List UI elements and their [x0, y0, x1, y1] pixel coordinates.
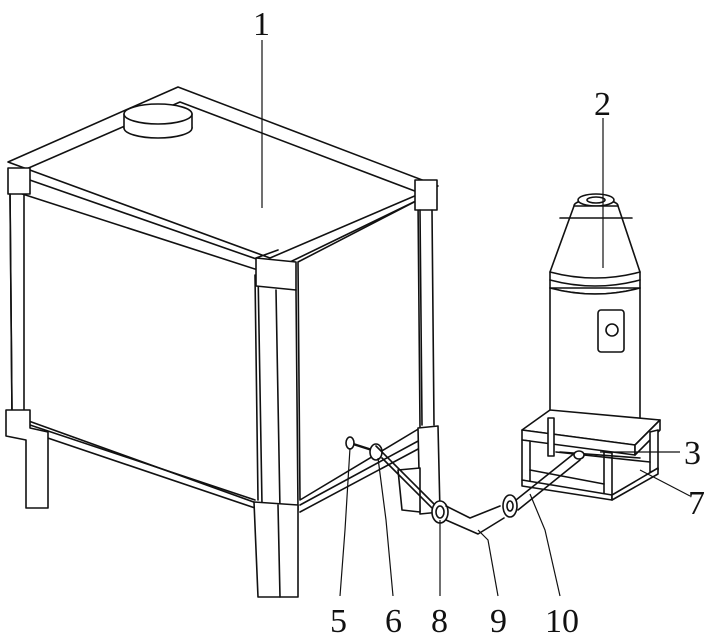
cylinder-valve	[578, 194, 614, 206]
cylinder-stand	[522, 410, 660, 500]
label-3: 3	[684, 435, 701, 472]
tank-lid	[124, 104, 192, 138]
label-9: 9	[490, 603, 507, 639]
elbow-upper	[446, 506, 500, 518]
stand-leg-fr	[604, 452, 612, 497]
post-front-inner	[276, 290, 280, 510]
coupling-9	[503, 495, 517, 517]
lid-top	[124, 104, 192, 124]
stand-bottom-inner	[530, 470, 604, 484]
post-right-inner	[432, 210, 434, 425]
label-6: 6	[385, 603, 402, 639]
stand-leg-br	[650, 430, 658, 472]
leader-6	[378, 458, 393, 596]
leader-9	[478, 530, 498, 596]
corner-cap-left	[8, 168, 30, 194]
label-10: 10	[545, 603, 579, 639]
label-1: 1	[253, 6, 270, 43]
cylinder-body	[550, 288, 640, 428]
label-5: 5	[330, 603, 347, 639]
tank-leg-right	[418, 426, 440, 514]
label-7: 7	[688, 485, 705, 522]
tank-right-face	[298, 200, 420, 500]
leader-7	[640, 470, 690, 496]
elbow-lower	[446, 518, 504, 534]
stand-bottom-side	[612, 468, 658, 500]
corner-cap-front	[256, 258, 296, 290]
pressure-gauge	[598, 310, 624, 352]
tank-outlet-end	[346, 437, 354, 449]
pipe-10-end	[574, 451, 584, 459]
leader-10	[530, 494, 560, 596]
corner-cap-right	[415, 180, 437, 210]
stand-leg-fl	[522, 440, 530, 482]
tank-leg-back	[398, 468, 420, 512]
gas-cylinder	[550, 194, 640, 428]
post-front-outer	[296, 290, 298, 510]
water-tank	[6, 87, 440, 597]
stand-leg-bl	[548, 418, 554, 456]
tank-leg-front	[254, 502, 298, 597]
label-2: 2	[594, 86, 611, 123]
label-8: 8	[431, 603, 448, 639]
